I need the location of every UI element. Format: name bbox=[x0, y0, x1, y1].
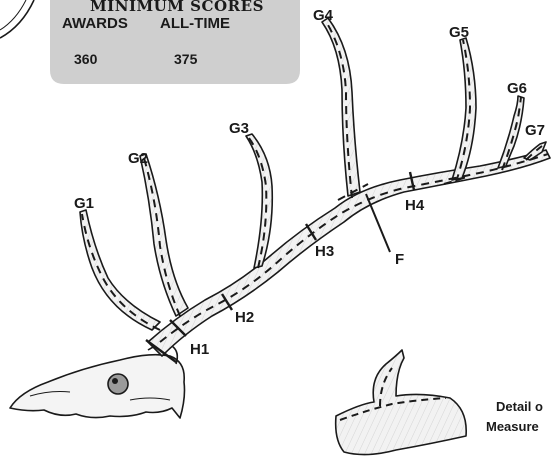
g6-length-line bbox=[501, 96, 522, 171]
awards-value: 360 bbox=[74, 51, 98, 67]
label-g1: G1 bbox=[74, 195, 94, 212]
g5-length-line bbox=[455, 39, 472, 183]
scores-title: MINIMUM SCORES bbox=[90, 0, 264, 15]
scores-box-bg bbox=[50, 0, 300, 84]
tine-g5 bbox=[451, 37, 477, 181]
g4-length-line bbox=[324, 19, 353, 199]
tine-g1 bbox=[79, 209, 161, 331]
h1-mark bbox=[169, 319, 187, 337]
detail-dash-lines bbox=[339, 367, 447, 421]
label-g6: G6 bbox=[507, 80, 527, 97]
tine-g4 bbox=[321, 17, 361, 197]
g2-length-line bbox=[143, 157, 181, 317]
tine-g2 bbox=[139, 153, 189, 317]
label-h3: H3 bbox=[315, 243, 334, 260]
point-labels: G1 G2 G3 G4 G5 G6 G7 bbox=[74, 7, 545, 212]
h1-base-mark bbox=[145, 339, 177, 363]
h2-mark bbox=[220, 293, 234, 311]
h4-mark bbox=[408, 171, 416, 191]
detail-caption-line-2: Measure bbox=[486, 419, 539, 434]
detail-caption-line-1: Detail o bbox=[496, 399, 543, 414]
label-g3: G3 bbox=[229, 120, 249, 137]
label-g7: G7 bbox=[525, 122, 545, 139]
g7-length-line bbox=[525, 145, 543, 161]
emblem-arc-inner bbox=[0, 0, 27, 31]
label-h1: H1 bbox=[190, 341, 209, 358]
all-time-value: 375 bbox=[174, 51, 198, 67]
awards-header: AWARDS bbox=[62, 15, 128, 32]
elk-skull bbox=[9, 343, 186, 419]
label-g5: G5 bbox=[449, 24, 469, 41]
g4-base-line bbox=[337, 183, 369, 201]
circumference-marks bbox=[145, 171, 416, 363]
spread-line-f bbox=[365, 193, 391, 253]
label-f: F bbox=[395, 251, 404, 268]
emblem-arc bbox=[0, 0, 35, 39]
main-beam bbox=[147, 149, 551, 357]
h3-mark bbox=[304, 223, 318, 241]
g5-base-line bbox=[443, 175, 471, 185]
label-g2: G2 bbox=[128, 150, 148, 167]
label-g4: G4 bbox=[313, 7, 334, 24]
g1-length-line bbox=[81, 213, 161, 331]
tine-g3 bbox=[245, 133, 274, 269]
label-h4: H4 bbox=[405, 197, 425, 214]
g3-length-line bbox=[248, 137, 268, 269]
tine-g6 bbox=[497, 95, 525, 169]
all-time-header: ALL-TIME bbox=[160, 15, 230, 32]
measurement-dash-lines bbox=[81, 19, 549, 343]
minimum-scores-box: MINIMUM SCORES AWARDS ALL-TIME 360 375 bbox=[50, 0, 300, 84]
label-h2: H2 bbox=[235, 309, 254, 326]
circumference-labels: H1 H2 H3 H4 F bbox=[190, 197, 425, 358]
